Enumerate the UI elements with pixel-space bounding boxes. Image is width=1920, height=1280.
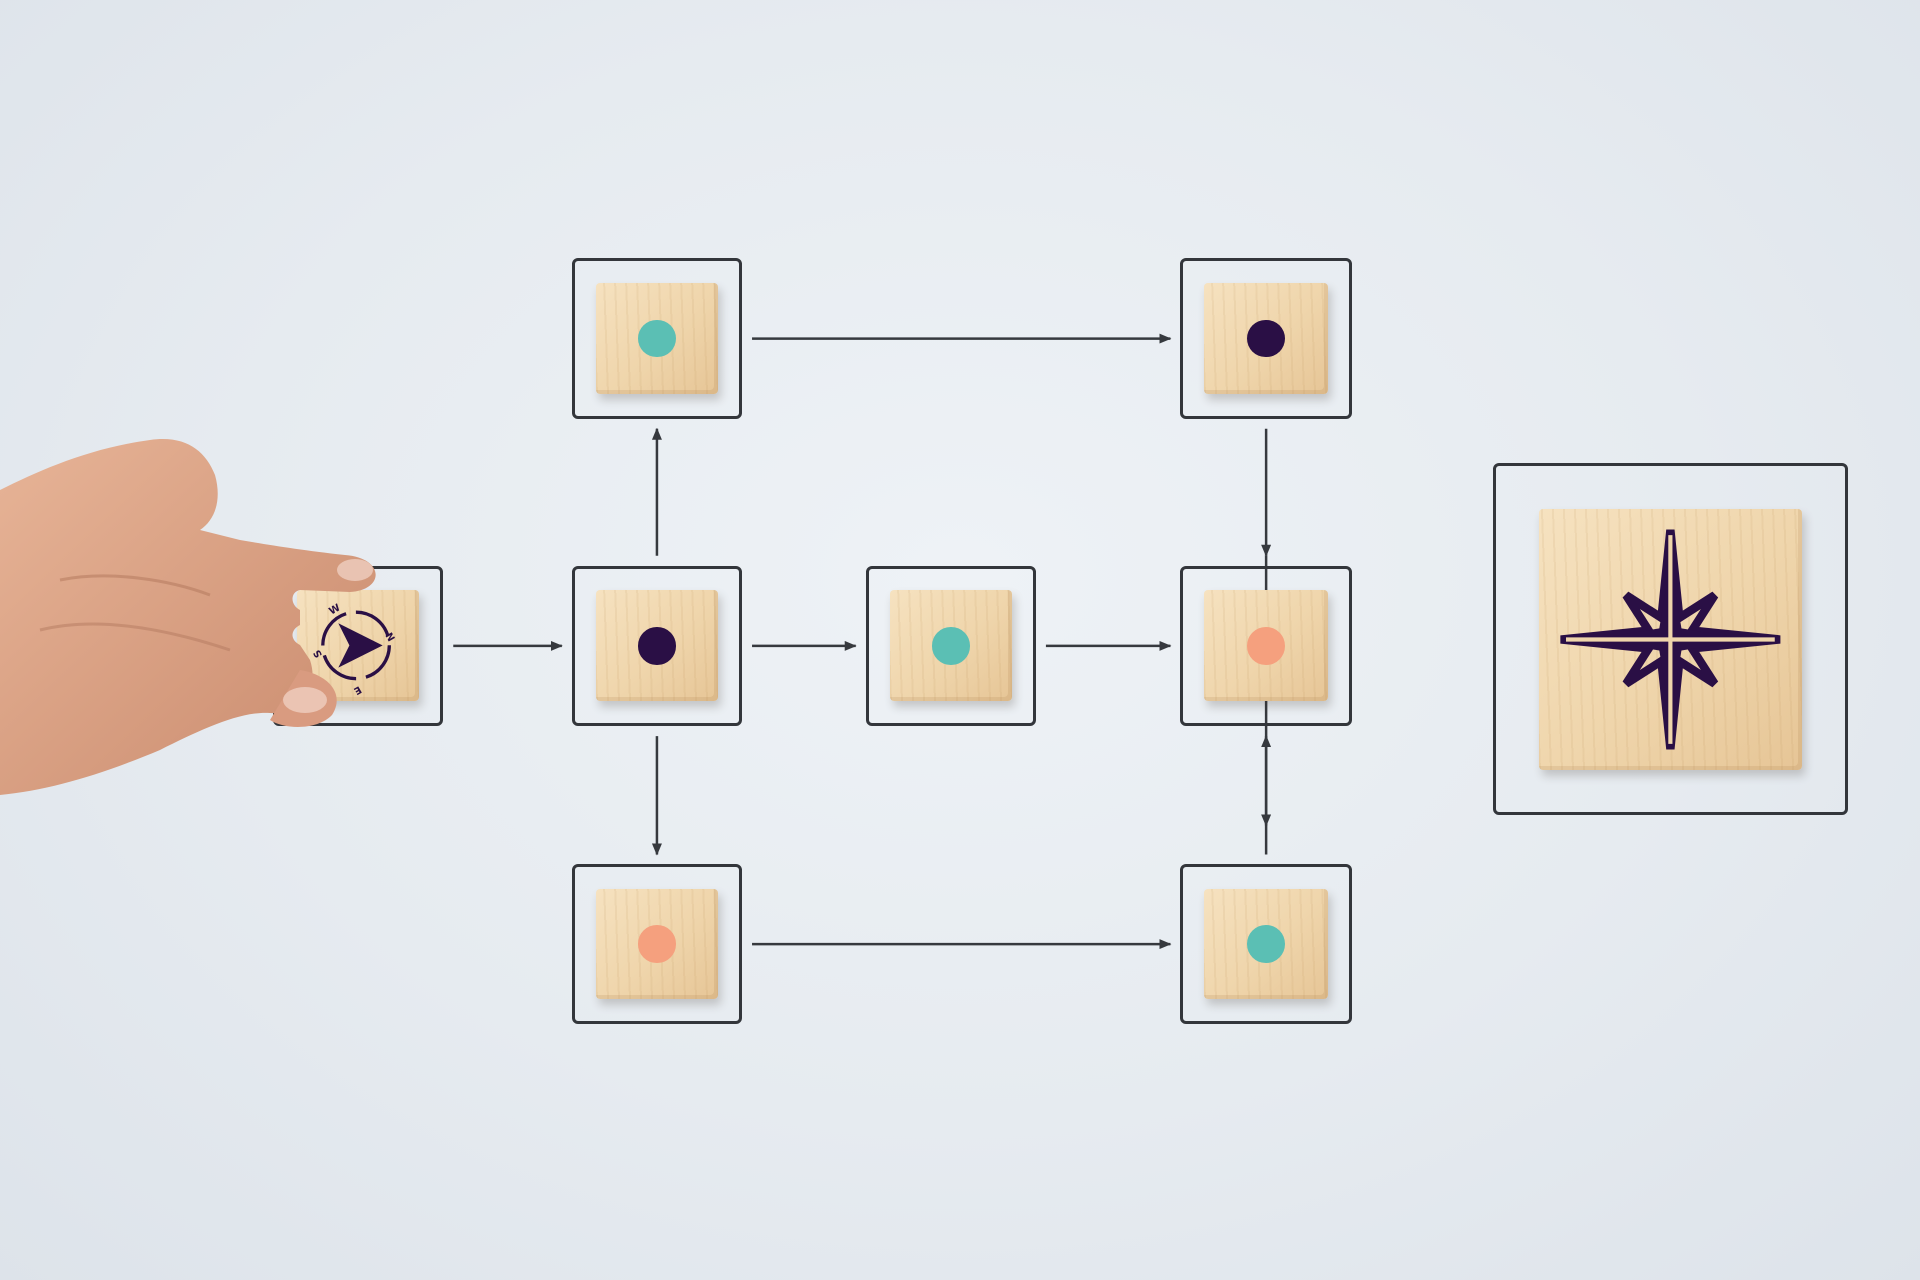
frame-top-left <box>571 258 743 419</box>
dot-marker <box>1247 319 1285 358</box>
dot-marker <box>638 319 676 358</box>
frame-branch <box>571 565 743 727</box>
compass-letter-e: E <box>351 684 363 697</box>
frame-middle <box>865 565 1036 727</box>
hand-holding-block <box>0 439 376 795</box>
wooden-block-branch <box>595 590 719 702</box>
dot-marker <box>932 627 970 665</box>
compass-rose-star-icon <box>1560 529 1781 750</box>
frame-top-right <box>1180 258 1352 419</box>
compass-letter-n: N <box>382 632 396 645</box>
wooden-block-top-left <box>595 283 719 394</box>
wooden-block-bottom-left <box>595 889 719 1000</box>
wooden-block-merge <box>1204 590 1328 702</box>
wooden-block-top-right <box>1204 283 1328 394</box>
frame-goal <box>1492 462 1848 816</box>
dot-marker <box>638 925 676 963</box>
wooden-block-middle <box>889 590 1013 702</box>
compass-arrow-icon: N E S W <box>312 603 396 697</box>
dot-marker <box>1247 627 1285 665</box>
dot-marker <box>1247 925 1285 963</box>
frame-bottom-right <box>1180 864 1352 1024</box>
wooden-block-goal <box>1538 508 1802 770</box>
compass-letter-w: W <box>327 603 342 618</box>
compass-letter-s: S <box>312 648 325 660</box>
wooden-block-bottom-right <box>1204 889 1328 1000</box>
dot-marker <box>638 627 676 665</box>
frame-merge <box>1180 565 1352 727</box>
frame-bottom-left <box>571 864 743 1024</box>
